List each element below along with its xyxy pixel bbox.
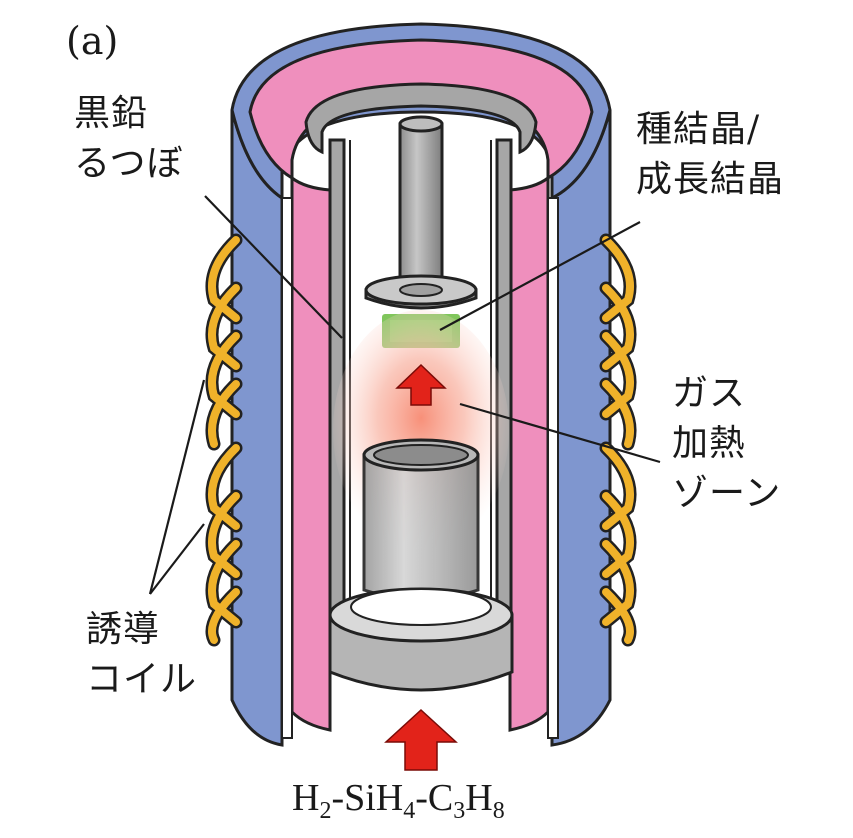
gas-flow-arrow-inlet xyxy=(384,708,458,771)
label-gas-heating-zone-line3: ゾーン xyxy=(672,473,782,514)
panel-label: (a) xyxy=(66,19,119,63)
leader-lines xyxy=(148,195,661,595)
label-induction-coil-line1: 誘導 xyxy=(86,609,161,650)
heating-cylinder xyxy=(362,438,480,601)
formula-subscript: 3 xyxy=(453,798,466,824)
outer-insulation-left xyxy=(230,109,284,747)
crucible-base xyxy=(328,587,514,692)
formula-subscript: 4 xyxy=(403,798,416,824)
inner-insulation-left xyxy=(290,174,332,732)
label-gas-heating-zone-line2: 加熱 xyxy=(672,423,747,464)
formula-text: H xyxy=(292,777,320,819)
label-graphite-crucible-line2: るつぼ xyxy=(74,143,184,184)
leader-crucible xyxy=(204,195,343,339)
induction-coil-right xyxy=(599,233,637,647)
source-gas-formula: H2-SiH4-C3H8 xyxy=(292,779,505,823)
inner-insulation-right xyxy=(508,174,550,732)
leader-heating-zone xyxy=(459,402,661,464)
holder-rod xyxy=(398,122,444,294)
seed-holder xyxy=(364,115,478,310)
label-seed-crystal-line1: 種結晶/ xyxy=(636,109,761,150)
leader-coil-upper xyxy=(148,379,206,595)
crucible-top-ring xyxy=(304,82,538,155)
formula-text: -SiH xyxy=(331,777,404,819)
label-seed-crystal-line2: 成長結晶 xyxy=(636,159,785,200)
formula-text: H xyxy=(465,777,493,819)
leader-coil-lower xyxy=(149,523,205,595)
formula-text: -C xyxy=(415,777,454,819)
gas-flow-arrow-upper xyxy=(395,363,447,406)
leader-seed-crystal xyxy=(439,221,641,331)
induction-coil-left xyxy=(205,233,243,647)
label-gas-heating-zone-line1: ガス xyxy=(672,373,747,414)
label-graphite-crucible-line1: 黒鉛 xyxy=(74,93,149,134)
formula-subscript: 2 xyxy=(319,798,332,824)
outer-insulation-right xyxy=(550,109,612,747)
graphite-crucible xyxy=(304,82,538,612)
crucible-left-wall xyxy=(328,138,346,612)
label-induction-coil-line2: コイル xyxy=(86,659,198,700)
formula-subscript: 8 xyxy=(492,798,505,824)
